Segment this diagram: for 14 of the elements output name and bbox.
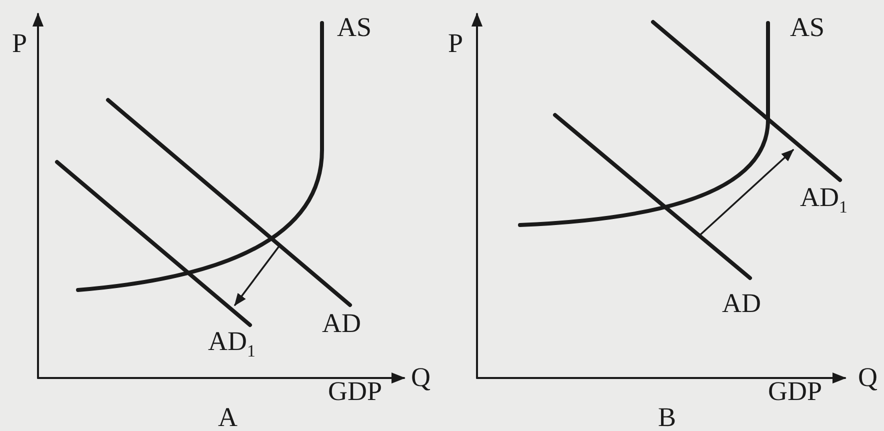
curve-label: AS [337, 14, 372, 41]
axis-label: Q [858, 364, 878, 391]
curve-label: AD$_{1}$ [800, 184, 848, 216]
axis-label: GDP [768, 378, 822, 405]
axis-label: GDP [328, 378, 382, 405]
axis-label: P [448, 30, 464, 57]
curve-label: AD$_{1}$ [208, 328, 256, 360]
curve-label: AD [322, 310, 361, 337]
axis-label: P [12, 30, 28, 57]
panel-label: A [218, 404, 238, 431]
curve-label: AD [722, 290, 761, 317]
panel-label: B [658, 404, 676, 431]
curve-label: AS [790, 14, 825, 41]
axis-label: Q [411, 364, 430, 391]
